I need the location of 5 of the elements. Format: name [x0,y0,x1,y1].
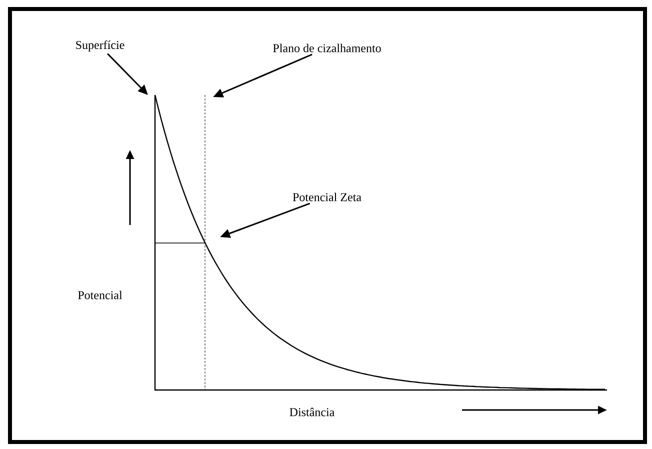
axis-label: Potencial [78,290,122,300]
axis-label: Distância [290,408,334,416]
callout-text: Potencial Zeta [292,192,362,202]
callout-text: Plano de cizalhamento [273,44,381,52]
callout-text: Superfície [76,40,124,52]
